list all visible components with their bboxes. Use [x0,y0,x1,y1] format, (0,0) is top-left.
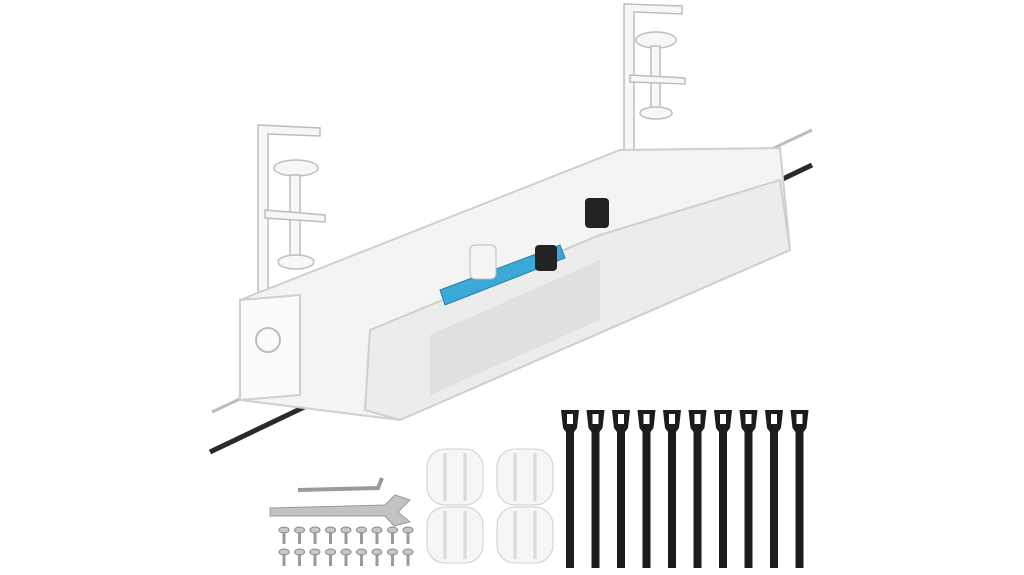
screw [278,548,290,566]
screw-shaft [375,532,379,544]
velcro-strap [663,410,681,568]
screws [278,526,414,566]
screw [325,548,336,566]
screw-shaft [313,554,317,566]
strap-slot [618,414,624,424]
power-adapter [585,198,609,228]
tools [269,477,412,527]
velcro-strap [765,410,783,568]
velcro-strap [790,410,809,568]
velcro-strap [561,410,579,568]
strap-body [688,410,707,568]
clip-base [426,506,484,564]
strap-slot [771,414,777,424]
strap-body [663,410,681,568]
strap-slot [643,414,650,424]
screw-shaft [406,554,410,566]
cable-clip [426,506,484,564]
strap-slot [796,414,803,424]
screw [294,526,305,544]
strap-slot [592,414,599,424]
screw [278,526,290,544]
screw [387,526,398,544]
cable-clips [426,448,554,564]
cable-hole-icon [255,327,281,353]
strap-body [586,410,605,568]
power-adapter [469,244,497,280]
strap-body [790,410,809,568]
wrench [269,494,412,527]
power-adapter [535,245,557,271]
screw [309,548,321,566]
strap-slot [745,414,752,424]
velcro-strap [739,410,758,568]
screw-shaft [344,532,348,544]
cable-clip [496,506,554,564]
screw [402,526,414,544]
screw [294,548,305,566]
strap-slot [694,414,701,424]
strap-slot [567,414,573,424]
tray-end-left [239,293,301,402]
screw [356,526,367,544]
screw-shaft [313,532,317,544]
velcro-strap [612,410,630,568]
clip-slot [513,511,537,559]
screw-shaft [329,554,332,566]
strap-body [637,410,656,568]
screw-shaft [298,554,301,566]
strap-body [739,410,758,568]
clip-base [496,448,554,506]
screw [402,548,414,566]
strap-slot [720,414,726,424]
cable-clip [496,448,554,506]
clip-base [496,506,554,564]
screw-shaft [360,532,363,544]
screw [340,548,352,566]
screw-shaft [329,532,332,544]
screw [325,526,336,544]
screw [371,548,383,566]
screw [309,526,321,544]
strap-body [612,410,630,568]
screw [340,526,352,544]
clip-slot [513,453,537,501]
power-strip [439,198,609,306]
screw-shaft [282,532,286,544]
strap-body [765,410,783,568]
clip-base [426,448,484,506]
screw-shaft [391,554,394,566]
screw-shaft [282,554,286,566]
velcro-strap [586,410,605,568]
strap-body [714,410,732,568]
strap-slot [669,414,675,424]
screw-shaft [298,532,301,544]
clamp-right [623,3,686,153]
velcro-strap [688,410,707,568]
screw-shaft [360,554,363,566]
screw-shaft [406,532,410,544]
screw [387,548,398,566]
screw-shaft [344,554,348,566]
hex-key [297,477,384,492]
cable-tray [239,146,792,422]
velcro-straps [561,410,809,568]
clip-slot [443,511,467,559]
tray-mesh-panel [430,260,600,395]
clamp-left [257,124,326,293]
velcro-strap [714,410,732,568]
screw [356,548,367,566]
screw-shaft [391,532,394,544]
clip-slot [443,453,467,501]
velcro-strap [637,410,656,568]
strap-body [561,410,579,568]
screw-shaft [375,554,379,566]
screw [371,526,383,544]
cable-clip [426,448,484,506]
